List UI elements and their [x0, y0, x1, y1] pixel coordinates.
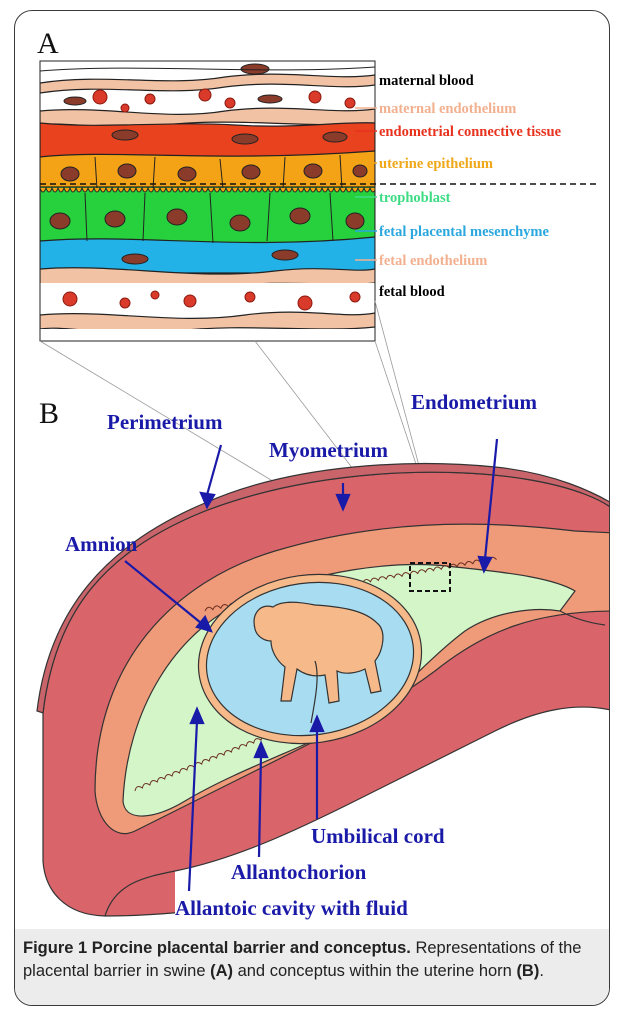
- label-trophoblast: trophoblast: [379, 190, 451, 206]
- figure-artwork: A: [15, 11, 609, 929]
- caption-text-3: .: [539, 962, 544, 980]
- label-fetal-endothelium: fetal endothelium: [379, 253, 487, 269]
- figure-frame: A: [14, 10, 610, 1006]
- caption-ref-a: (A): [210, 962, 233, 980]
- caption-title: Figure 1 Porcine placental barrier and c…: [23, 939, 411, 957]
- placental-barrier-diagram: [40, 61, 376, 341]
- label-maternal-blood: maternal blood: [379, 73, 474, 89]
- label-maternal-endothelium: maternal endothelium: [379, 101, 516, 117]
- label-amnion: Amnion: [65, 532, 138, 556]
- caption-ref-b: (B): [516, 962, 539, 980]
- label-umbilical-cord: Umbilical cord: [311, 824, 445, 848]
- panel-a-letter: A: [37, 27, 59, 60]
- label-endometrium: Endometrium: [411, 390, 538, 414]
- label-uterine-epithelium: uterine epithelium: [379, 156, 493, 172]
- caption-text-2: and conceptus within the uterine horn: [233, 962, 516, 980]
- label-fetal-blood: fetal blood: [379, 284, 445, 300]
- label-myometrium: Myometrium: [269, 438, 388, 462]
- label-perimetrium: Perimetrium: [107, 410, 223, 434]
- panel-b-letter: B: [39, 397, 59, 430]
- label-allantoic-cavity: Allantoic cavity with fluid: [175, 896, 408, 920]
- label-fetal-placental-mesenchyme: fetal placental mesenchyme: [379, 224, 549, 240]
- figure-caption: Figure 1 Porcine placental barrier and c…: [23, 937, 603, 983]
- label-allantochorion: Allantochorion: [231, 860, 367, 884]
- label-endometrial-connective-tissue: endometrial connective tissue: [379, 124, 562, 140]
